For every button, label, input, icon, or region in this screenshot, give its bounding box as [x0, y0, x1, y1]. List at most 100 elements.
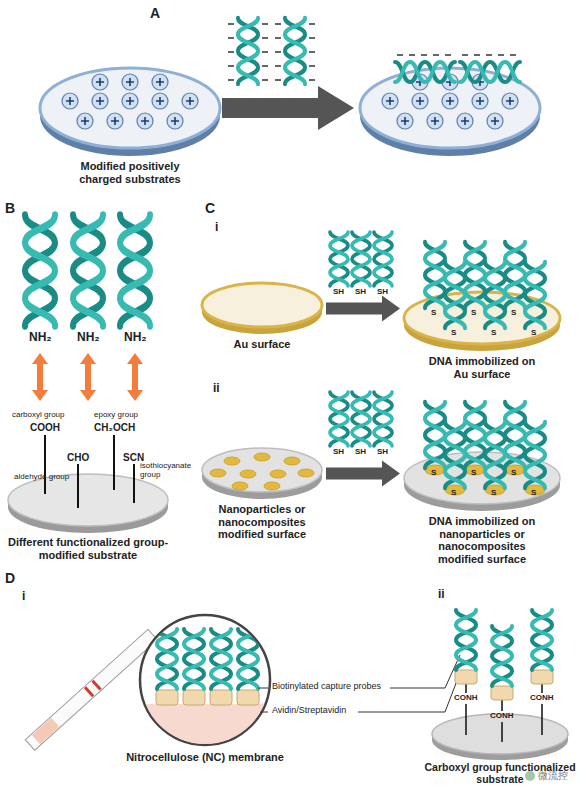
substrate-caption: Modified positively charged substrates: [60, 160, 200, 185]
reaction-double-arrow: [32, 353, 48, 401]
chem-label: S: [431, 309, 436, 318]
node-caption: DNA immobilized on Au surface: [427, 355, 537, 380]
free-dna-strands: [262, 24, 268, 25]
charged-substrate-right: [487, 113, 503, 129]
carboxyl-substrate: [456, 610, 476, 670]
chem-label: COOH: [30, 422, 60, 433]
charged-substrate-left: [167, 113, 183, 129]
node-caption: Modified positively charged substrates: [60, 160, 200, 185]
chem-label: NH₂: [124, 331, 147, 344]
subpanel-numeral: i: [22, 590, 25, 603]
free-dna-strands: [262, 80, 268, 81]
test-strip: [91, 680, 101, 691]
magnifier-lens: [140, 704, 270, 749]
charged-substrate-left: [122, 93, 138, 109]
gold-substrate-with-dna: [425, 242, 445, 308]
chem-label: SH: [333, 288, 344, 297]
amine-dna-strands: [73, 215, 103, 326]
thiol-dna-strands: [374, 392, 392, 446]
magnifier-lens: [237, 690, 259, 705]
chem-label: SH: [377, 288, 388, 297]
subpanel-numeral: ii: [438, 588, 445, 601]
test-strip: [32, 718, 59, 744]
free-dna-strands: [262, 38, 268, 39]
nanoparticle-substrate: [298, 469, 314, 477]
charged-substrate-right: [395, 62, 455, 82]
free-dna-strands: [275, 80, 281, 81]
substrate-caption: DNA immobilized on Au surface: [427, 355, 537, 380]
free-dna-strands: [275, 66, 281, 67]
nanoparticle-substrate: [240, 470, 256, 478]
free-dna-strands: [228, 52, 234, 53]
free-dna-strands: [309, 52, 315, 53]
carboxyl-substrate: [432, 610, 568, 760]
carboxyl-substrate: [466, 684, 542, 742]
charged-substrate-left: [40, 68, 220, 156]
nanoparticle-substrate-with-dna: [465, 402, 485, 468]
free-dna-strands: [238, 18, 258, 84]
free-dna-strands: [228, 38, 234, 39]
process-arrow: [222, 86, 354, 130]
chem-label: NH₂: [29, 331, 52, 344]
test-strip: [25, 629, 157, 750]
subpanel-numeral: i: [215, 221, 218, 234]
free-dna-strands: [228, 80, 234, 81]
charged-substrate-right: [457, 113, 473, 129]
leader-line: [258, 688, 268, 689]
charged-substrate-left: [92, 74, 108, 90]
chem-label: S: [471, 309, 476, 318]
charged-substrate-right: [397, 55, 403, 56]
substrate-node: DNA immobilized on Au surface: [404, 292, 560, 351]
process-arrow: [326, 296, 400, 322]
charged-substrate-right: [510, 55, 516, 56]
free-dna-strands: [262, 66, 268, 67]
charged-substrate-left: [77, 113, 93, 129]
charged-substrate-left: [122, 74, 138, 90]
charged-substrate-right: [498, 55, 504, 56]
substrate-node: Nanoparticles or nanocomposites modified…: [202, 448, 322, 499]
charged-substrate-right: [412, 93, 428, 109]
gold-substrate-with-dna: [485, 262, 505, 328]
chem-label: S: [451, 489, 456, 498]
chem-label: CH₂OCH: [94, 422, 135, 433]
chem-label: SH: [377, 448, 388, 457]
carboxyl-substrate: [531, 670, 553, 684]
nanoparticle-substrate: [224, 457, 240, 465]
functionalized-substrate: [45, 435, 134, 508]
nanoparticle-substrate: [210, 469, 226, 477]
magnifier-lens: [211, 629, 231, 689]
magnifier-lens: [183, 690, 205, 705]
magnifier-lens: [140, 629, 270, 749]
chem-label: Biotinylated capture probes: [272, 682, 381, 692]
chem-label: S: [431, 469, 436, 478]
thiol-dna-strands: [352, 232, 370, 286]
chem-label: S: [531, 329, 536, 338]
chem-label: epoxy group: [94, 411, 138, 420]
magnifier-lens: [238, 629, 258, 689]
chem-label: isothiocyanate group: [140, 462, 192, 480]
charged-substrate-right: [433, 55, 439, 56]
chem-label: CONH: [490, 712, 514, 721]
magnifier-lens: [156, 690, 178, 705]
charged-substrate-right: [360, 55, 540, 156]
thiol-dna-strands: [352, 392, 370, 446]
chem-label: NH₂: [77, 331, 100, 344]
charged-substrate-left: [92, 93, 108, 109]
chem-label: Avidin/Streptavidin: [272, 706, 346, 716]
process-arrow: [326, 461, 400, 487]
node-caption: DNA immobilized on nanoparticles or nano…: [417, 515, 547, 566]
panel-letter: C: [205, 201, 215, 216]
magnifier-lens: [157, 629, 177, 689]
magnifier-lens: [184, 629, 204, 689]
reaction-double-arrow: [32, 353, 143, 401]
substrate-caption: Different functionalized group-modified …: [2, 536, 174, 561]
charged-substrate-right: [397, 113, 413, 129]
charged-substrate-right: [382, 93, 398, 109]
substrate-caption: DNA immobilized on nanoparticles or nano…: [417, 515, 547, 566]
node-caption: Nitrocellulose (NC) membrane: [105, 751, 305, 764]
chem-label: carboxyl group: [12, 411, 64, 420]
substrate-node: Nitrocellulose (NC) membrane: [140, 615, 270, 745]
free-dna-strands: [228, 66, 234, 67]
